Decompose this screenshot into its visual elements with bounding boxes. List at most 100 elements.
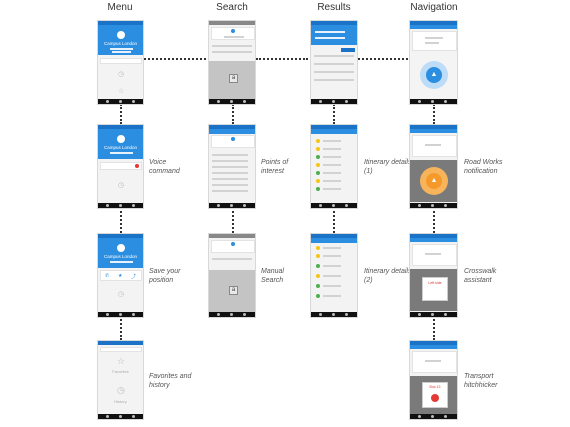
step-dot bbox=[316, 246, 320, 250]
key-a[interactable]: a bbox=[229, 286, 238, 295]
status-bar bbox=[98, 234, 143, 238]
instruction-text bbox=[425, 37, 443, 39]
app-bar bbox=[410, 25, 457, 29]
screen-menu-favorites[interactable]: ☆ Favorites ◷ History bbox=[97, 340, 144, 420]
map-area-dimmed[interactable]: ▲ bbox=[410, 160, 457, 202]
search-field[interactable] bbox=[100, 58, 142, 64]
poi-item[interactable] bbox=[212, 166, 248, 168]
header-banner: Campus London bbox=[98, 129, 143, 159]
status-bar bbox=[410, 341, 457, 345]
search-box[interactable] bbox=[211, 135, 255, 148]
step-dot bbox=[316, 264, 320, 268]
transport-popup[interactable]: Bus 13 bbox=[422, 382, 448, 408]
bookmark-icon[interactable]: ★ bbox=[118, 273, 123, 279]
app-bar bbox=[410, 129, 457, 133]
screen-search-poi[interactable] bbox=[208, 124, 256, 209]
step-text bbox=[323, 255, 341, 257]
favorites-label[interactable]: Favorites bbox=[112, 369, 129, 374]
connector-search-1 bbox=[232, 104, 234, 124]
step-dot bbox=[316, 171, 320, 175]
map-area[interactable]: ▲ bbox=[410, 53, 457, 98]
screen-results-list[interactable] bbox=[310, 20, 358, 105]
stop-button[interactable] bbox=[431, 394, 439, 402]
step-dot bbox=[316, 179, 320, 183]
screen-itinerary-2[interactable] bbox=[310, 233, 358, 318]
keyboard[interactable]: a bbox=[209, 61, 255, 100]
step-dot bbox=[316, 284, 320, 288]
map-area-dimmed[interactable]: Left side bbox=[410, 269, 457, 311]
step-text bbox=[323, 295, 341, 297]
search-box[interactable] bbox=[211, 27, 255, 40]
connector-search-results bbox=[256, 58, 308, 60]
step-text bbox=[323, 140, 341, 142]
step-dot bbox=[316, 187, 320, 191]
step-text bbox=[323, 275, 341, 277]
result-item[interactable] bbox=[314, 55, 354, 57]
search-text bbox=[224, 36, 244, 38]
map-area-dimmed[interactable]: Bus 13 bbox=[410, 376, 457, 416]
search-field[interactable] bbox=[100, 347, 142, 352]
screen-menu-save[interactable]: Campus London ✆ ★ ⤴ ◷ bbox=[97, 233, 144, 318]
step-dot bbox=[316, 274, 320, 278]
star-icon: ☆ bbox=[117, 356, 126, 366]
go-button[interactable] bbox=[341, 48, 355, 52]
suggestion-row bbox=[212, 51, 252, 53]
screen-search-manual[interactable]: a bbox=[208, 233, 256, 318]
screen-menu-home[interactable]: Campus London ◷ ☆ bbox=[97, 20, 144, 105]
screen-navigation-guide[interactable]: ▲ bbox=[409, 20, 458, 105]
share-icon[interactable]: ⤴ bbox=[131, 274, 137, 280]
android-nav-bar bbox=[410, 414, 457, 419]
phone-icon[interactable]: ✆ bbox=[105, 273, 110, 279]
destination-icon bbox=[231, 242, 235, 246]
result-item[interactable] bbox=[314, 79, 354, 81]
status-bar bbox=[410, 21, 457, 25]
key-a[interactable]: a bbox=[229, 74, 238, 83]
screen-menu-voice[interactable]: Campus London ◷ bbox=[97, 124, 144, 209]
poi-item[interactable] bbox=[212, 190, 248, 192]
result-item[interactable] bbox=[314, 71, 354, 73]
poi-item[interactable] bbox=[212, 160, 248, 162]
history-label[interactable]: History bbox=[114, 399, 127, 404]
poi-item[interactable] bbox=[212, 184, 248, 186]
app-bar bbox=[311, 129, 357, 134]
poi-item[interactable] bbox=[212, 178, 248, 180]
status-bar bbox=[209, 21, 255, 25]
android-nav-bar bbox=[98, 203, 143, 208]
column-header-menu: Menu bbox=[107, 2, 133, 13]
android-nav-bar bbox=[209, 99, 255, 104]
instruction-text bbox=[425, 253, 441, 255]
instruction-text bbox=[425, 360, 441, 362]
connector-menu-search bbox=[144, 58, 206, 60]
clock-icon: ◷ bbox=[117, 385, 125, 395]
instruction-card bbox=[412, 135, 457, 157]
crosswalk-popup[interactable]: Left side bbox=[422, 277, 448, 301]
status-bar bbox=[209, 125, 255, 129]
mic-icon[interactable] bbox=[135, 164, 139, 168]
screen-itinerary-1[interactable] bbox=[310, 124, 358, 209]
navigation-arrow-icon: ▲ bbox=[426, 67, 442, 83]
search-box[interactable] bbox=[211, 240, 255, 253]
step-dot bbox=[316, 294, 320, 298]
screen-navigation-transport[interactable]: Bus 13 bbox=[409, 340, 458, 420]
campus-title: Campus London bbox=[103, 254, 138, 259]
step-text bbox=[323, 180, 341, 182]
voice-input[interactable] bbox=[100, 162, 142, 170]
result-item[interactable] bbox=[314, 63, 354, 65]
save-actions[interactable]: ✆ ★ ⤴ bbox=[100, 270, 142, 281]
poi-item[interactable] bbox=[212, 172, 248, 174]
connector-menu-2 bbox=[120, 207, 122, 233]
screen-search-keyboard[interactable]: a bbox=[208, 20, 256, 105]
keyboard[interactable]: a bbox=[209, 270, 255, 313]
screen-navigation-crosswalk[interactable]: Left side bbox=[409, 233, 458, 318]
address-line bbox=[110, 48, 133, 50]
connector-navigation-2 bbox=[433, 207, 435, 233]
screen-navigation-roadworks[interactable]: ▲ bbox=[409, 124, 458, 209]
poi-item[interactable] bbox=[212, 154, 248, 156]
step-text bbox=[323, 148, 341, 150]
instruction-text bbox=[425, 42, 439, 44]
